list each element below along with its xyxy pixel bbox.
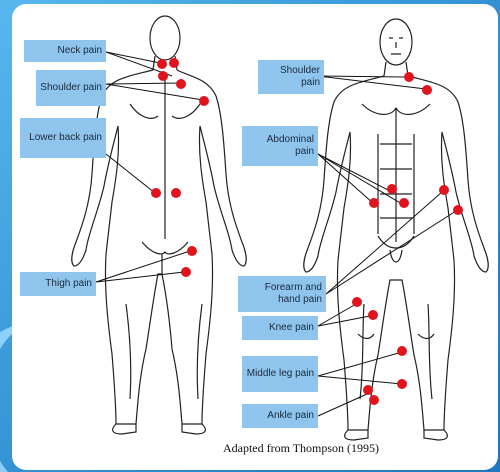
figure-caption: Adapted from Thompson (1995) (186, 441, 416, 456)
pointer-forearm-2 (326, 211, 456, 294)
pain-point-marker (387, 184, 397, 194)
label-shoulder-pain-front: Shoulder pain (258, 60, 324, 94)
pain-point-marker (422, 85, 432, 95)
pointer-abdominal-2 (318, 154, 402, 204)
pointer-lower-back (106, 154, 155, 193)
pain-point-marker (157, 59, 167, 69)
label-neck-pain: Neck pain (24, 40, 106, 62)
pain-point-marker (176, 79, 186, 89)
label-shoulder-pain-back: Shoulder pain (36, 70, 106, 106)
pain-point-marker (181, 267, 191, 277)
back-feet (113, 424, 206, 434)
pointer-thigh-2 (96, 272, 184, 282)
pointer-middle-leg-2 (318, 376, 402, 384)
back-head (150, 16, 180, 60)
pain-point-marker (397, 379, 407, 389)
back-spine (142, 74, 188, 254)
front-feet (345, 430, 448, 440)
pain-point-marker (397, 346, 407, 356)
pain-point-marker (199, 96, 209, 106)
front-torso-detail (362, 104, 430, 242)
pointer-forearm-1 (326, 192, 442, 294)
pointer-abdominal-1 (318, 154, 390, 191)
pain-point-marker (368, 310, 378, 320)
pointer-shoulder-front-1 (318, 76, 407, 77)
label-forearm-hand-pain: Forearm and hand pain (238, 276, 326, 312)
pain-point-marker (169, 58, 179, 68)
back-legs-detail (126, 254, 202, 399)
front-neck (384, 62, 408, 76)
pain-point-marker (151, 188, 161, 198)
pointer-ankle (318, 394, 367, 416)
pain-point-marker (352, 297, 362, 307)
pointer-thigh-1 (96, 251, 190, 282)
pain-point-marker (369, 395, 379, 405)
pointer-middle-leg-1 (318, 352, 402, 376)
pain-point-marker (363, 385, 373, 395)
label-thigh-pain: Thigh pain (20, 272, 96, 296)
label-lower-back-pain: Lower back pain (20, 118, 106, 158)
front-face (389, 38, 403, 54)
pain-point-marker (399, 198, 409, 208)
pointer-shoulder-back-1 (106, 83, 180, 84)
pain-point-marker (171, 188, 181, 198)
pain-point-marker (439, 185, 449, 195)
pointer-shoulder-back-2 (106, 84, 203, 100)
pain-point-marker (187, 246, 197, 256)
pain-point-marker (158, 71, 168, 81)
pain-point-marker (404, 72, 414, 82)
pain-point-marker (453, 205, 463, 215)
label-ankle-pain: Ankle pain (242, 404, 318, 428)
pain-point-marker (369, 198, 379, 208)
diagram-panel: Neck pain Shoulder pain Lower back pain … (12, 4, 498, 470)
label-abdominal-pain: Abdominal pain (242, 126, 318, 166)
label-middle-leg-pain: Middle leg pain (242, 356, 318, 392)
label-knee-pain: Knee pain (242, 316, 318, 340)
